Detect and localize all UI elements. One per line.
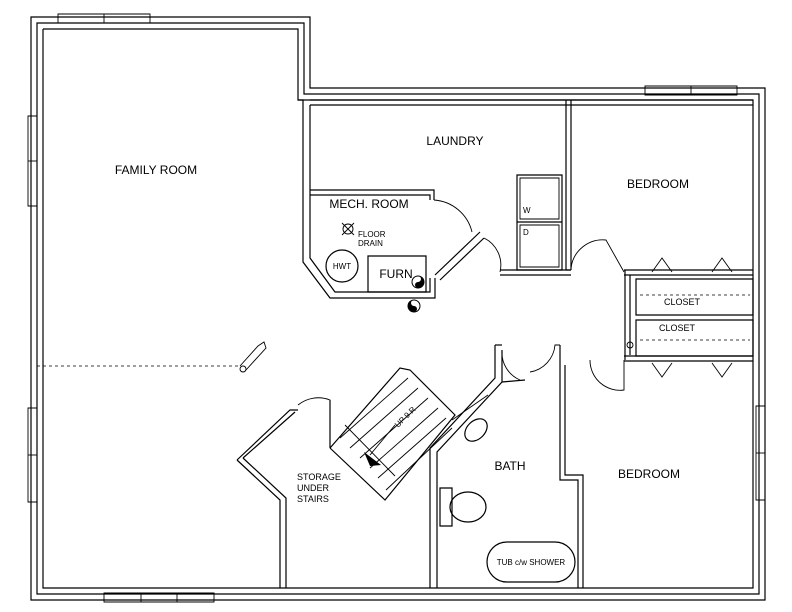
doors xyxy=(37,200,732,448)
stair-arrow-icon xyxy=(364,452,381,466)
label-bedroom-top: BEDROOM xyxy=(627,177,689,191)
windows xyxy=(28,14,765,602)
label-mech-room: MECH. ROOM xyxy=(329,197,408,211)
window-bottom xyxy=(104,593,214,602)
room-labels: FAMILY ROOM LAUNDRY BEDROOM BEDROOM MECH… xyxy=(115,134,701,504)
label-stairs: UP 9 R xyxy=(393,405,418,430)
fixtures xyxy=(326,175,575,582)
label-storage-2: UNDER xyxy=(297,483,330,493)
window-left-lower xyxy=(28,408,37,502)
label-family-room: FAMILY ROOM xyxy=(115,163,197,177)
label-tub: TUB c/w SHOWER xyxy=(497,558,566,567)
label-floor-drain-1: FLOOR xyxy=(358,230,386,239)
label-closet-top: CLOSET xyxy=(664,297,701,307)
label-furnace: FURN xyxy=(379,267,412,281)
window-top-left xyxy=(58,14,150,23)
label-storage-3: STAIRS xyxy=(297,494,329,504)
label-bedroom-bottom: BEDROOM xyxy=(618,467,680,481)
interior-walls xyxy=(237,100,753,588)
label-laundry: LAUNDRY xyxy=(426,134,483,148)
label-closet-bottom: CLOSET xyxy=(659,323,696,333)
stairs xyxy=(340,378,452,490)
window-top-right xyxy=(645,86,737,95)
label-bath: BATH xyxy=(494,459,525,473)
label-hwt: HWT xyxy=(333,262,351,271)
label-floor-drain-2: DRAIN xyxy=(358,239,383,248)
label-dryer: D xyxy=(523,228,529,237)
window-right xyxy=(756,406,765,500)
label-storage-1: STORAGE xyxy=(297,472,341,482)
label-washer: W xyxy=(523,206,531,215)
window-left-upper xyxy=(28,116,37,206)
